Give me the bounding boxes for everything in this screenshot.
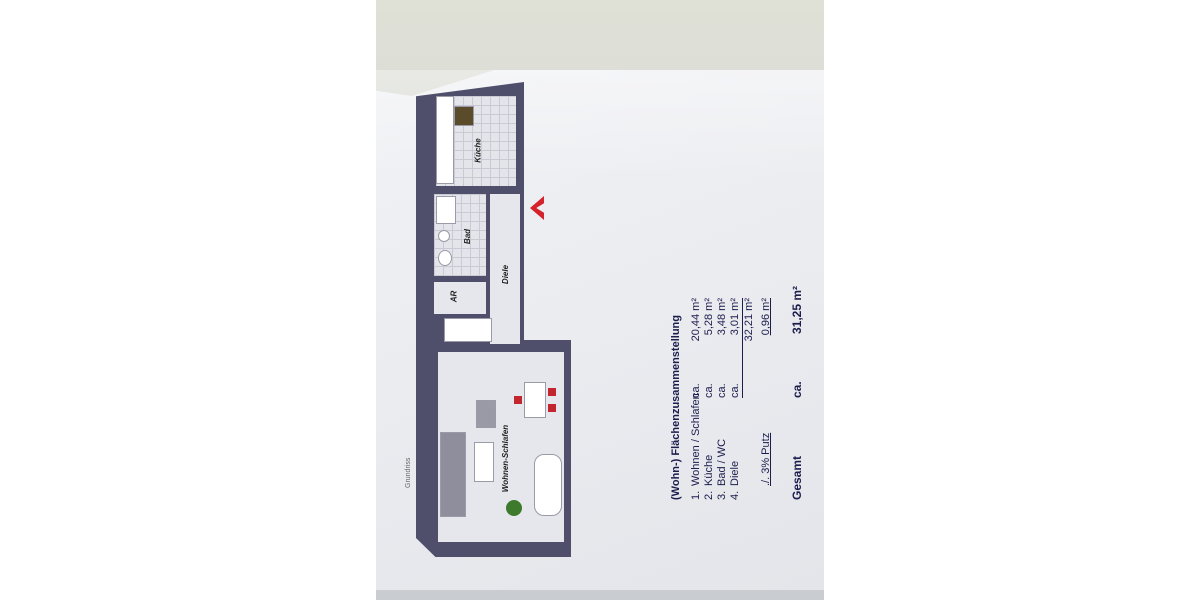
row-name: Wohnen / Schlafen	[690, 393, 702, 486]
row-ca: ca.	[716, 383, 728, 398]
row-value: 5,28 m²	[703, 298, 715, 336]
table-row: 4. Diele ca. 3,01 m²	[729, 240, 742, 500]
wall-living	[434, 344, 522, 350]
row-ca: ca.	[690, 383, 702, 398]
sink	[438, 230, 450, 242]
wardrobe	[444, 318, 492, 342]
room-label-living: Wohnen-Schlafen	[501, 424, 511, 493]
bathtub	[436, 196, 456, 224]
plan-caption: Grundriss	[405, 457, 412, 488]
row-number: 3.	[716, 490, 728, 500]
subtotal-value: 32,21 m²	[743, 298, 755, 342]
chair-red-2	[548, 404, 556, 412]
row-value: 3,48 m²	[716, 298, 728, 336]
row-number: 4.	[729, 490, 741, 500]
wall-kitchen-bath	[434, 186, 520, 192]
table-row: 1. Wohnen / Schlafen ca. 20,44 m²	[690, 240, 703, 500]
row-value: 3,01 m²	[729, 298, 741, 336]
putz-label: ./. 3% Putz	[760, 432, 772, 486]
row-number: 2.	[703, 490, 715, 500]
subtotal-row: 32,21 m²	[743, 240, 756, 500]
dining-table	[524, 382, 546, 418]
room-label-hall: Diele	[501, 264, 511, 285]
putz-row: ./. 3% Putz 0,96 m²	[760, 240, 773, 500]
armchair	[476, 400, 496, 428]
row-number: 1.	[690, 490, 702, 500]
row-value: 20,44 m²	[690, 298, 702, 342]
hall-floor	[490, 194, 520, 344]
table-row: 2. Küche ca. 5,28 m²	[703, 240, 716, 500]
total-value: 31,25 m²	[790, 286, 804, 335]
row-ca: ca.	[729, 383, 741, 398]
bed	[534, 454, 562, 516]
room-label-kitchen: Küche	[473, 138, 483, 163]
area-summary-table: (Wohn-) Flächenzusammenstellung 1. Wohne…	[670, 240, 804, 500]
chair-red-1	[548, 388, 556, 396]
stove	[454, 106, 474, 126]
row-name: Bad / WC	[716, 438, 728, 486]
table-row: 3. Bad / WC ca. 3,48 m²	[716, 240, 729, 500]
row-ca: ca.	[703, 383, 715, 398]
sofa	[440, 432, 466, 517]
total-row: Gesamt ca. 31,25 m²	[790, 240, 804, 500]
room-label-bath: Bad	[463, 228, 473, 245]
plant	[506, 500, 522, 516]
coffee-table	[474, 442, 494, 482]
table-title: (Wohn-) Flächenzusammenstellung	[670, 315, 682, 500]
chair-red-3	[514, 396, 522, 404]
total-label: Gesamt	[790, 455, 804, 500]
toilet	[438, 250, 452, 266]
room-label-storage: AR	[449, 290, 459, 303]
storage-floor	[434, 282, 486, 314]
floor-plan: Küche Bad AR Diele Wohnen-Schlafen	[416, 82, 571, 557]
document-photo: Küche Bad AR Diele Wohnen-Schlafen	[376, 0, 824, 600]
kitchen-counter	[436, 96, 454, 184]
row-name: Diele	[729, 460, 741, 486]
wall-bath-hall	[486, 194, 490, 314]
total-ca: ca.	[790, 381, 804, 398]
putz-value: 0,96 m²	[760, 298, 772, 336]
wall-storage	[434, 276, 486, 281]
row-name: Küche	[703, 454, 715, 486]
